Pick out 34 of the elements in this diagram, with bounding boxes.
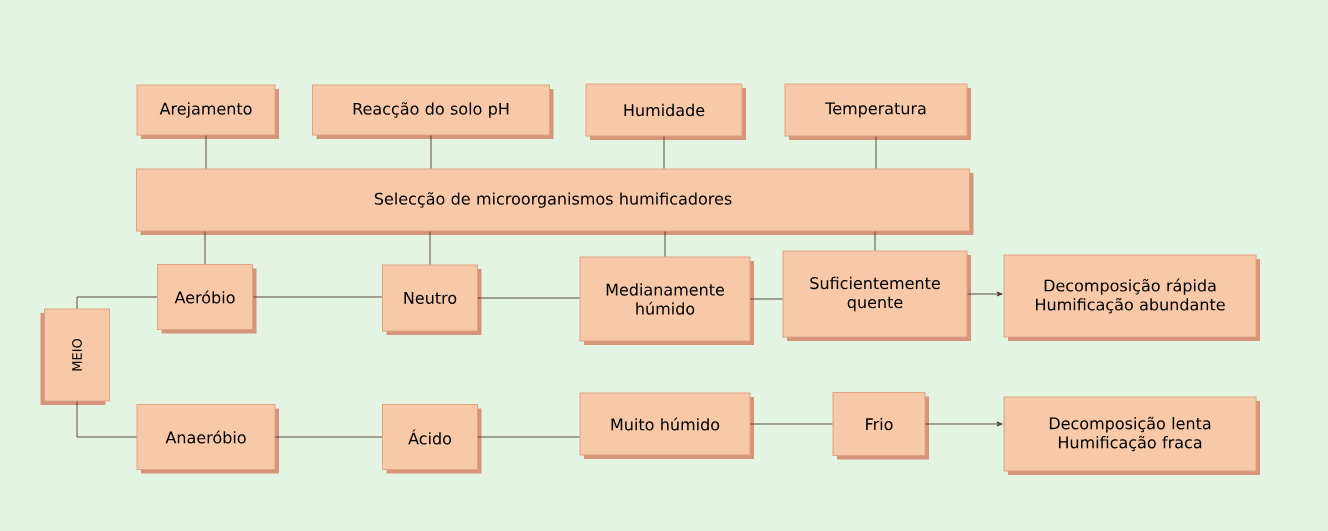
connector [205, 135, 207, 169]
process-box: Neutro [382, 264, 482, 335]
connector [477, 297, 580, 299]
connector [430, 135, 432, 169]
connector [429, 231, 431, 265]
connector [477, 436, 580, 438]
process-box: Anaeróbio [136, 404, 279, 474]
process-box: Decomposição lenta Humificação fraca [1003, 396, 1260, 475]
connector [875, 136, 877, 169]
connector [967, 291, 1003, 297]
connector [76, 401, 137, 438]
label-box: MEIO [40, 308, 110, 405]
process-box: Decomposição rápida Humificação abundante [1003, 254, 1260, 341]
process-box: Frio [832, 392, 929, 460]
connector [925, 421, 1003, 427]
process-box: Reacção do solo pH [312, 84, 554, 139]
connector [874, 231, 876, 251]
process-box: Selecção de microorganismos humificadores [136, 168, 974, 235]
connector [750, 423, 833, 425]
process-box: Humidade [585, 83, 746, 140]
connector [275, 436, 383, 438]
process-box: Temperatura [784, 83, 971, 140]
process-box: Suficientemente quente [782, 250, 971, 341]
process-box: Aeróbio [157, 264, 257, 334]
connector [663, 136, 665, 169]
connector [76, 296, 158, 309]
process-box: Ácido [382, 404, 482, 474]
connector [204, 231, 206, 265]
process-box: Arejamento [136, 84, 279, 139]
connector [252, 296, 383, 298]
connector [664, 231, 666, 257]
process-box: Muito húmido [579, 392, 754, 459]
process-box: Medianamente húmido [579, 256, 754, 345]
connector [750, 298, 783, 300]
